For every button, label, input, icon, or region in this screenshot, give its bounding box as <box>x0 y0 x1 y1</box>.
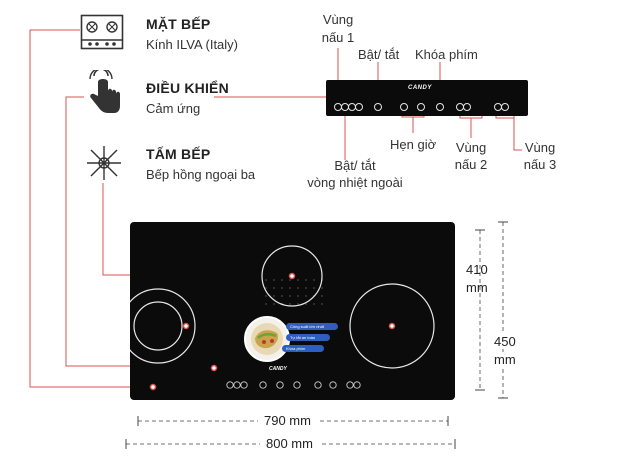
promo-pill: Khóa phím <box>282 345 324 352</box>
zone-right <box>349 283 435 369</box>
food-plate-image <box>244 316 290 362</box>
brand-logo: CANDY <box>408 85 432 91</box>
promo-pill: Tự tắt an toàn <box>286 334 330 341</box>
feature-subtitle: Kính ILVA (Italy) <box>146 37 239 52</box>
label-zone2-line1: Vùng <box>455 140 487 155</box>
feature-title: ĐIỀU KHIỂN <box>146 80 229 96</box>
label-outer-ring-line1: Bật/ tắt <box>334 158 376 173</box>
label-zone1-line2: nấu 1 <box>321 30 355 45</box>
dim-width-inner: 790 mm <box>258 413 317 428</box>
dim-depth-inner-value: 410 <box>466 262 488 277</box>
label-zone2-line2: nấu 2 <box>454 157 488 172</box>
cooktop-brand-logo: CANDY <box>269 366 287 372</box>
label-zone3-line1: Vùng <box>524 140 556 155</box>
zone-left-outer <box>130 288 196 364</box>
dim-width-outer: 800 mm <box>260 436 319 451</box>
dim-depth-outer-value: 450 <box>492 334 518 349</box>
label-zone1-line1: Vùng <box>322 12 354 27</box>
label-key-lock: Khóa phím <box>415 47 478 62</box>
infrared-heat-icon <box>84 143 124 183</box>
zone-left-inner <box>133 301 183 351</box>
label-timer: Hẹn giờ <box>390 137 437 152</box>
control-panel-strip: CANDY <box>326 80 528 116</box>
zone-center <box>261 245 323 307</box>
feature-title: TẤM BẾP <box>146 146 211 162</box>
dim-depth-outer-unit: mm <box>492 352 518 367</box>
label-power: Bật/ tắt <box>358 47 400 62</box>
feature-subtitle: Bếp hồng ngoại ba <box>146 167 256 182</box>
dim-depth-inner-unit: mm <box>466 280 488 295</box>
promo-pill: Công suất lớn nhất <box>286 323 338 330</box>
feature-subtitle: Cảm ứng <box>146 101 201 116</box>
cooktop-glass: CANDY <box>130 222 455 400</box>
stove-icon <box>80 14 124 50</box>
label-outer-ring-line2: vòng nhiệt ngoài <box>307 175 403 190</box>
label-zone3-line2: nấu 3 <box>523 157 557 172</box>
feature-title: MẶT BẾP <box>146 16 211 32</box>
